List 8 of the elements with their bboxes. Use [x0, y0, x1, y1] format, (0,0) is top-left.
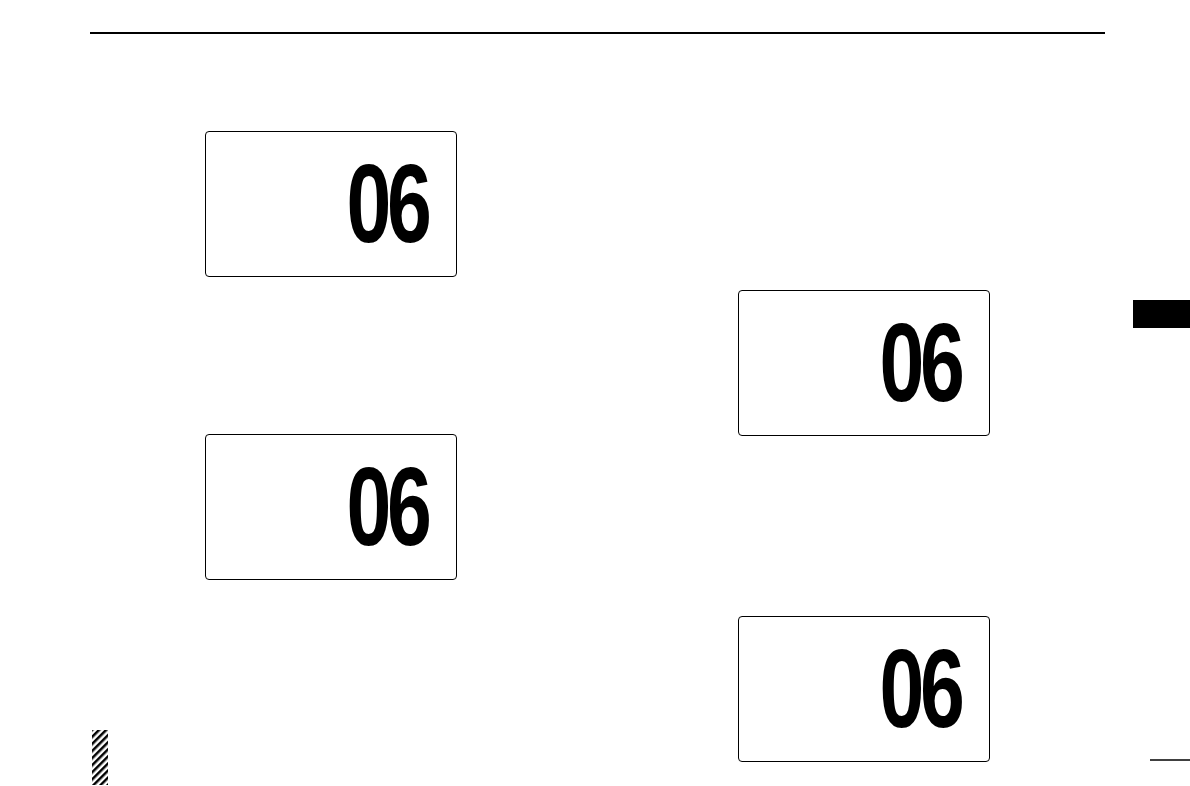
lcd-display: [205, 131, 457, 277]
lcd-display: [738, 290, 990, 436]
channel-number: 06: [346, 457, 428, 557]
lcd-display: [205, 434, 457, 580]
channel-number: 06: [346, 154, 428, 254]
channel-number: 06: [879, 313, 961, 413]
lcd-display: [738, 616, 990, 762]
channel-number: 06: [879, 639, 961, 739]
